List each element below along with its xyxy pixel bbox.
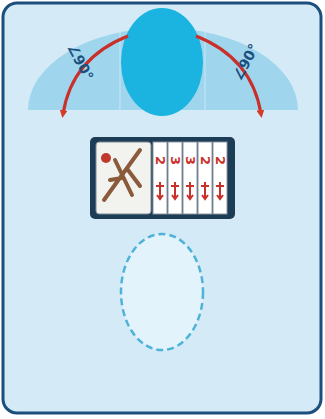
- playing-card: [153, 142, 167, 214]
- playing-card: [183, 142, 197, 214]
- panel: [3, 3, 321, 413]
- playing-card: [198, 142, 212, 214]
- card-value: 3: [169, 155, 182, 164]
- card-value: 2: [154, 155, 167, 164]
- card-value: 2: [199, 155, 212, 164]
- rotation-arrow: [63, 36, 128, 114]
- card-value: 2: [214, 155, 227, 164]
- illustrated-card: [96, 142, 151, 214]
- card-hand: [90, 137, 235, 219]
- card-value: 3: [184, 155, 197, 164]
- playing-card: [168, 142, 182, 214]
- rotation-arrow: [196, 36, 261, 114]
- playing-card: [213, 142, 227, 214]
- opponent-seat: [121, 234, 203, 350]
- player-seat: [121, 8, 203, 116]
